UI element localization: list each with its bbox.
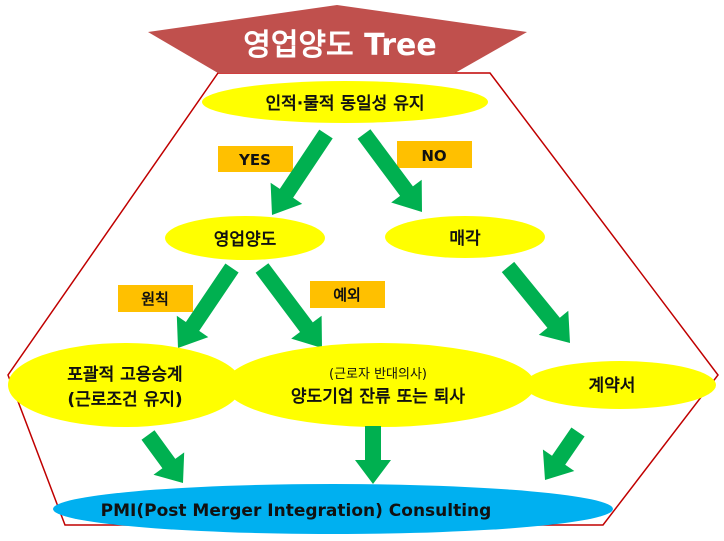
node-pmi-text: PMI(Post Merger Integration) Consulting [101,501,492,521]
node-exception [225,343,535,427]
node-employment-line2: (근로조건 유지) [67,390,182,410]
label-principle-box [118,285,193,312]
title-text: 영업양도 Tree [243,28,437,63]
arrow-contract-pmi [542,427,585,480]
node-employment-line1: 포괄적 고용승계 [67,364,182,385]
arrow-employment-pmi [141,430,185,483]
label-exception: 예외 [333,286,361,304]
arrow-no [357,129,422,212]
node-root-text: 인적·물적 동일성 유지 [265,94,424,114]
label-no: NO [421,147,446,165]
arrow-yes [270,129,333,215]
title-banner [148,5,527,73]
arrow-exception-pmi [355,426,391,484]
label-principle: 원칙 [141,290,169,308]
arrow-sale-contract [501,261,570,343]
node-sale-text: 매각 [449,229,481,249]
node-exception-line2: 양도기업 잔류 또는 퇴사 [291,387,466,407]
node-employment [8,343,242,427]
tree-frame [7,72,719,526]
label-exception-box [310,281,385,308]
arrow-exception [255,263,322,348]
label-yes: YES [238,151,271,169]
node-contract-text: 계약서 [589,375,636,396]
node-transfer [165,216,325,260]
node-contract [524,361,716,409]
node-pmi [53,484,613,534]
node-exception-line1: (근로자 반대의사) [329,367,427,382]
label-no-box [397,141,472,168]
arrow-principle [176,263,239,348]
label-yes-box [218,146,293,172]
node-transfer-text: 영업양도 [214,230,277,250]
node-root [202,81,488,123]
node-sale [385,216,545,258]
